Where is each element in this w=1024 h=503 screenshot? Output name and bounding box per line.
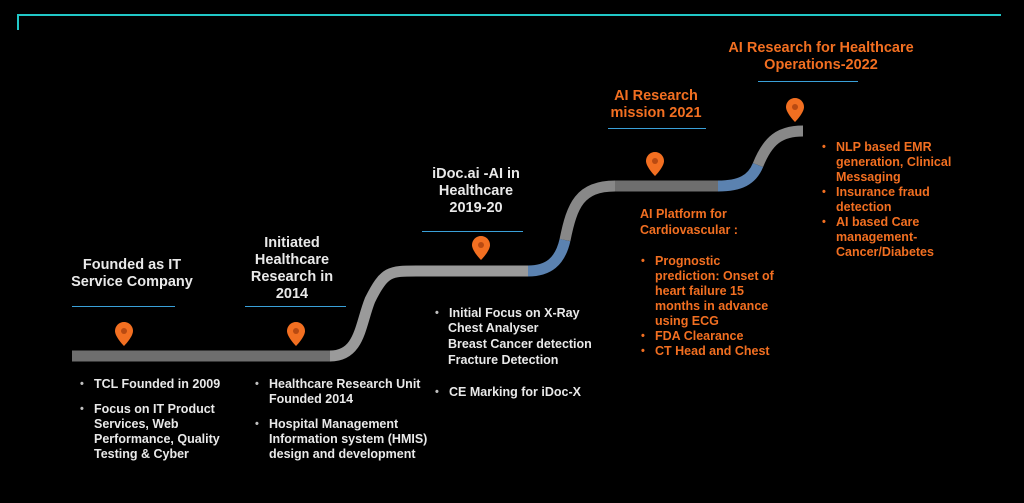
map-pin-icon [786, 98, 804, 122]
milestone-4-subheading: AI Platform for Cardiovascular : [640, 207, 738, 237]
milestone-5-bullet-1: NLP based EMR generation, Clinical Messa… [822, 140, 957, 185]
milestone-1-bullets: TCL Founded in 2009 Focus on IT Product … [80, 377, 240, 472]
milestone-2-title: Initiated Healthcare Research in 2014 [250, 235, 334, 302]
milestone-1-bullet-1: TCL Founded in 2009 [80, 377, 240, 392]
road-segment-curve-3 [752, 125, 804, 168]
map-pin-icon [287, 322, 305, 346]
milestone-3-bullets: CE Marking for iDoc-X [435, 385, 625, 410]
milestone-2-bullets: Healthcare Research Unit Founded 2014 Ho… [255, 377, 440, 472]
map-pin-icon [472, 236, 490, 260]
milestone-2-bullet-2: Hospital Management Information system (… [255, 417, 440, 462]
milestone-4-underline [608, 128, 706, 129]
milestone-2-underline [245, 306, 346, 307]
milestone-3-bullets-group: Initial Focus on X-Ray [435, 306, 625, 321]
milestone-4-title: AI Research mission 2021 [610, 88, 702, 121]
milestone-3-line-2: Chest Analyser [448, 321, 539, 335]
milestone-4-bullet-3: CT Head and Chest [641, 344, 781, 359]
milestone-3-bullet-2: CE Marking for iDoc-X [435, 385, 625, 400]
milestone-3-bullet-1: Initial Focus on X-Ray [435, 306, 625, 321]
map-pin-icon [115, 322, 133, 346]
accent-border-line [17, 14, 1001, 30]
milestone-5-bullets: NLP based EMR generation, Clinical Messa… [822, 140, 957, 260]
milestone-3-title: iDoc.ai -AI in Healthcare 2019-20 [432, 166, 520, 216]
milestone-4-bullets: Prognostic prediction: Onset of heart fa… [641, 254, 781, 359]
milestone-5-underline [758, 81, 858, 82]
milestone-4-bullet-1: Prognostic prediction: Onset of heart fa… [641, 254, 781, 329]
road-segment-blue-2 [717, 162, 764, 192]
milestone-1-bullet-2: Focus on IT Product Services, Web Perfor… [80, 402, 240, 462]
milestone-4-bullet-2: FDA Clearance [641, 329, 781, 344]
road-segment-curve-1 [329, 265, 470, 362]
road-segment-curve-2 [559, 180, 616, 242]
milestone-2-bullet-1: Healthcare Research Unit Founded 2014 [255, 377, 440, 407]
milestone-5-bullet-2: Insurance fraud detection [822, 185, 957, 215]
road-segment-blue-1 [527, 238, 571, 277]
milestone-1-underline [72, 306, 175, 307]
map-pin-icon [646, 152, 664, 176]
milestone-5-bullet-3: AI based Care management-Cancer/Diabetes [822, 215, 957, 260]
milestone-3-underline [422, 231, 523, 232]
milestone-5-title: AI Research for Healthcare Operations-20… [728, 40, 914, 73]
milestone-1-title: Founded as IT Service Company [71, 257, 193, 290]
milestone-3-line-4: Fracture Detection [448, 353, 559, 367]
milestone-3-line-3: Breast Cancer detection [448, 337, 592, 351]
